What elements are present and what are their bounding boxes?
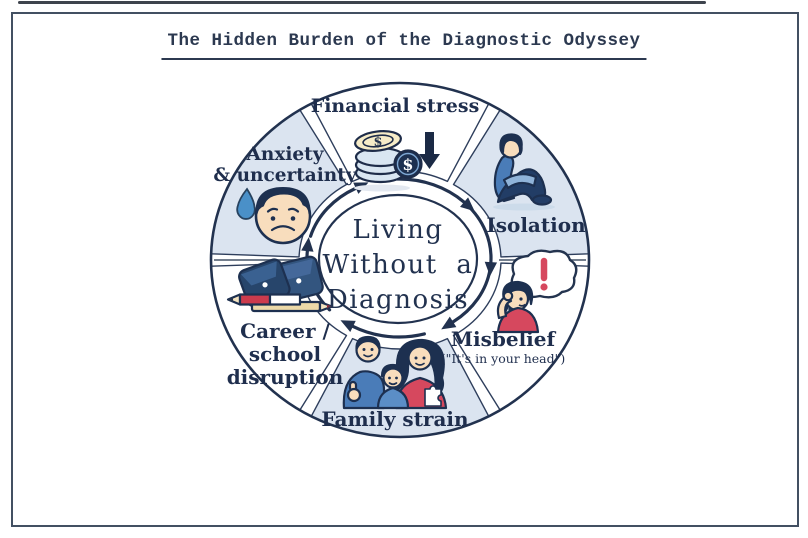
cycle-arrow-arc bbox=[308, 186, 358, 238]
teardrop bbox=[236, 187, 256, 220]
cycle-arrowhead bbox=[340, 320, 356, 332]
center-circle bbox=[317, 193, 479, 325]
red-white-pencil bbox=[226, 293, 302, 306]
scan-artifact-line bbox=[18, 1, 706, 4]
dad-hair bbox=[355, 335, 381, 351]
sad-face-with-teardrop-icon bbox=[236, 186, 312, 245]
cycle-arrowhead bbox=[441, 316, 457, 330]
backpacks-and-pencils-icon bbox=[226, 255, 334, 313]
woman-with-exclamation-thought-bubble-icon bbox=[496, 249, 578, 334]
cycle-arrow-arc bbox=[464, 202, 493, 264]
cycle-arrow-arc bbox=[395, 177, 466, 204]
doubting-woman bbox=[496, 280, 540, 334]
page-border-frame bbox=[11, 12, 799, 527]
segment-label-isolation: Isolation bbox=[486, 213, 586, 237]
cycle-arrow-arc bbox=[351, 324, 426, 339]
page-title: The Hidden Burden of the Diagnostic Odys… bbox=[161, 31, 647, 60]
segment-sublabel-misbelief: ("It's in your head") bbox=[440, 351, 566, 367]
puzzle-piece bbox=[424, 385, 442, 407]
family-of-three-icon bbox=[342, 335, 448, 410]
segment-label-career: Career / school disruption bbox=[226, 319, 344, 390]
family-faces bbox=[362, 348, 426, 380]
center-title: Living Without a Diagnosis bbox=[322, 215, 474, 315]
segment-label-anxiety: Anxiety & uncertainty bbox=[213, 144, 357, 187]
segment-label-financial: Financial stress bbox=[310, 95, 480, 117]
segment-label-family: Family strain bbox=[321, 407, 469, 431]
person-sitting-hunched-icon bbox=[493, 133, 555, 211]
svg-text:$: $ bbox=[373, 135, 382, 150]
segment-label-misbelief: Misbelief ("It's in your head") bbox=[430, 327, 576, 367]
cycle-arrowhead bbox=[301, 237, 314, 252]
svg-text:$: $ bbox=[402, 155, 413, 174]
cycle-arrow-arc bbox=[451, 267, 492, 324]
coins-with-down-arrow-icon: $ $ bbox=[354, 130, 440, 192]
decline-arrow bbox=[419, 132, 440, 169]
child-body bbox=[376, 386, 410, 410]
wheel-outer-ring bbox=[209, 81, 591, 439]
